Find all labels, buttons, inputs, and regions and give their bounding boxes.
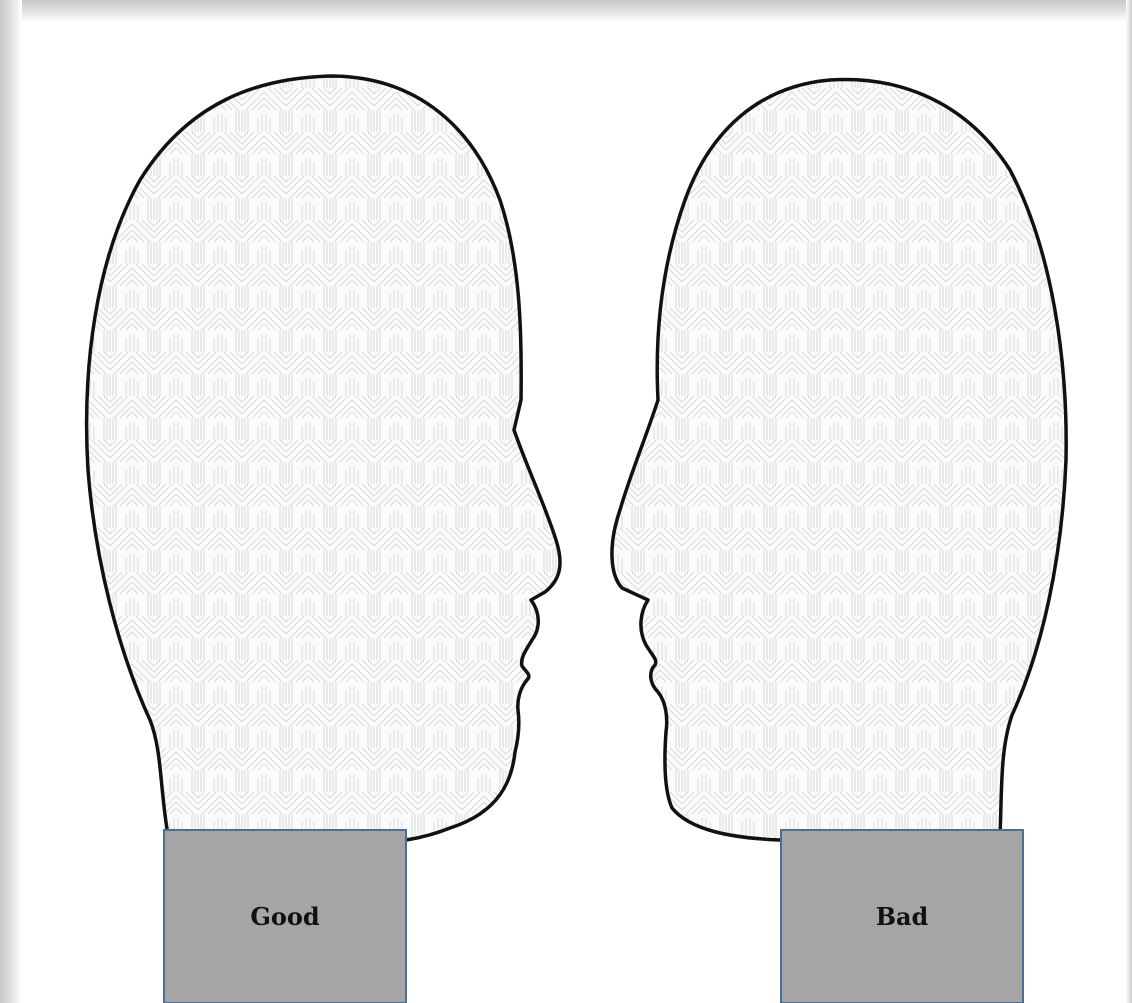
bad-label: Bad [876,902,929,931]
good-label: Good [250,902,319,931]
right-head-profile-icon [612,79,1066,843]
good-label-box: Good [163,829,407,1003]
bad-label-box: Bad [780,829,1024,1003]
left-head-profile-icon [87,76,560,843]
